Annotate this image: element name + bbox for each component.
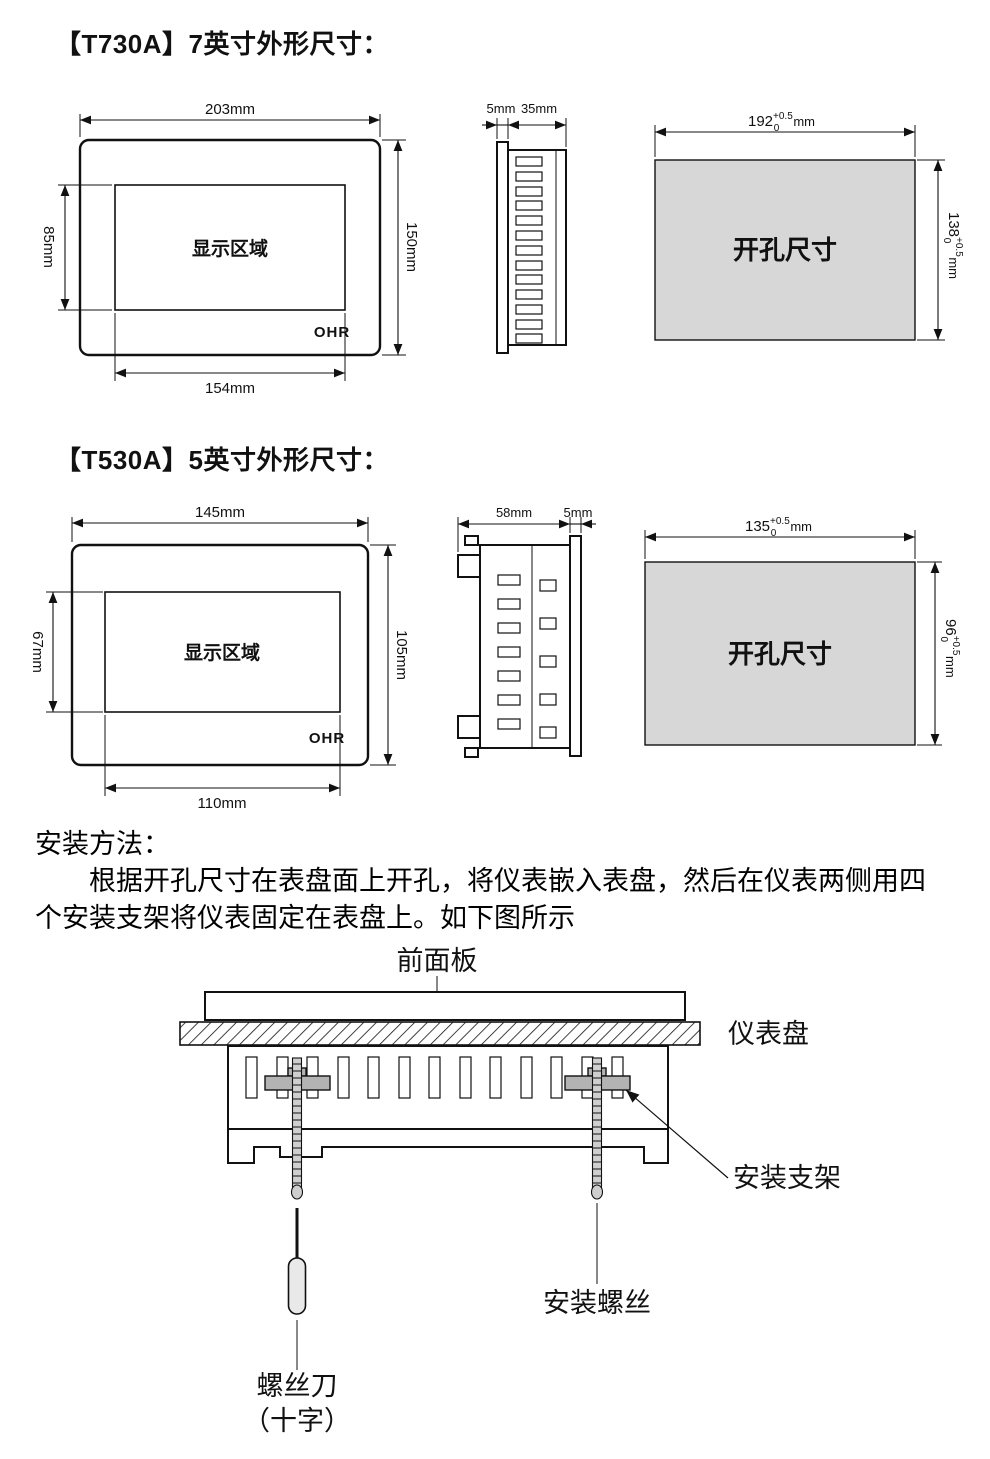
t730a-drawing: 显示区域 OHR 203mm 85mm 150mm (40, 101, 964, 397)
t530a-display-height-dimension: 67mm (29, 591, 103, 713)
t530a-side-tab-bottom (464, 747, 479, 758)
t730a-width-dim-label: 203mm (205, 101, 255, 118)
install-heading: 安装方法： (35, 829, 170, 859)
t530a-side-body (479, 544, 571, 749)
screwdriver: 螺丝刀 （十字） (243, 1208, 351, 1436)
t530a-drawing: 显示区域 OHR 145mm 67mm 105mm 110mm (29, 504, 961, 812)
t530a-flange-dim-label: 5mm (564, 505, 593, 520)
t730a-width-dimension: 203mm (79, 101, 381, 137)
t530a-side-dimensions: 58mm 5mm (457, 505, 596, 552)
t530a-display-label: 显示区域 (184, 641, 260, 664)
t730a-display-width-dim-label: 154mm (205, 380, 255, 397)
t730a-side-dimensions: 5mm 35mm (482, 101, 567, 147)
t530a-cutout-label: 开孔尺寸 (728, 640, 832, 669)
section2-title: 【T530A】5英寸外形尺寸： (55, 445, 389, 475)
screwdriver-label-line2: （十字） (243, 1406, 351, 1436)
bottom-housing (227, 1128, 669, 1164)
t530a-display-area (104, 591, 341, 713)
instrument-panel-label: 仪表盘 (728, 1019, 809, 1049)
t530a-width-dimension: 145mm (71, 504, 369, 542)
t730a-display-label: 显示区域 (192, 237, 268, 260)
installation-diagram: 前面板 仪表盘 (179, 946, 841, 1436)
screwdriver-label-line1: 螺丝刀 (257, 1371, 338, 1401)
t730a-cutout-label: 开孔尺寸 (733, 236, 837, 265)
t730a-front-view: 显示区域 OHR 203mm 85mm 150mm (40, 101, 420, 397)
t730a-display-area (114, 184, 346, 311)
install-instructions: 安装方法： 根据开孔尺寸在表盘面上开孔，将仪表嵌入表盘，然后在仪表两侧用四 个安… (35, 826, 965, 937)
mounting-screw-right (590, 1057, 604, 1200)
t530a-display-height-dim-label: 67mm (29, 631, 46, 673)
t730a-cutout-height-dimension: 138+0.50mm (917, 159, 964, 341)
screw-label: 安装螺丝 (543, 1288, 651, 1318)
mounting-screw-left (290, 1057, 304, 1200)
front-panel (204, 991, 686, 1021)
t730a-front-outline (78, 138, 382, 357)
t530a-display-width-dimension: 110mm (104, 715, 341, 812)
t530a-width-dim-label: 145mm (195, 504, 245, 521)
t530a-side-flange (569, 535, 582, 757)
t530a-cutout-height-dim-label: 96+0.50mm (938, 619, 961, 678)
t730a-side-bezel (496, 141, 509, 354)
t530a-front-outline (70, 543, 370, 767)
t530a-depth-dim-label: 58mm (496, 505, 532, 520)
bracket-leader-line (625, 1089, 729, 1179)
screwdriver-handle (287, 1257, 307, 1315)
t730a-side-view: 5mm 35mm (482, 101, 567, 354)
instrument-panel-hatch (179, 1021, 701, 1046)
t530a-side-ear-bottom (457, 715, 481, 739)
t530a-side-view: 58mm 5mm (457, 505, 596, 758)
t730a-display-height-dim-label: 85mm (40, 226, 57, 268)
t530a-display-width-dim-label: 110mm (198, 795, 247, 812)
section1-title: 【T730A】7英寸外形尺寸： (55, 29, 389, 59)
t530a-terminal-block (497, 574, 557, 739)
t530a-front-view: 显示区域 OHR 145mm 67mm 105mm 110mm (29, 504, 410, 812)
t730a-height-dim-label: 150mm (403, 222, 420, 272)
install-paragraph-line2: 个安装支架将仪表固定在表盘上。如下图所示 (35, 903, 575, 933)
bracket-label: 安装支架 (733, 1163, 841, 1193)
t530a-side-tab-top (464, 535, 479, 546)
t730a-depth-dim-label: 35mm (521, 101, 557, 116)
t530a-side-ear-top (457, 554, 481, 578)
t530a-height-dimension: 105mm (370, 544, 410, 766)
t730a-flange-dim-label: 5mm (487, 101, 516, 116)
t730a-brand-logo: OHR (314, 324, 350, 341)
t530a-cutout-height-dimension: 96+0.50mm (917, 561, 961, 746)
t530a-brand-logo: OHR (309, 730, 345, 747)
t730a-height-dimension: 150mm (382, 139, 420, 356)
t530a-cutout-rect (644, 561, 916, 746)
t730a-terminal-block (515, 156, 543, 344)
t730a-cutout-rect (654, 159, 916, 341)
front-panel-label: 前面板 (397, 946, 478, 976)
t530a-height-dim-label: 105mm (393, 630, 410, 680)
install-paragraph-line1: 根据开孔尺寸在表盘面上开孔，将仪表嵌入表盘，然后在仪表两侧用四 (89, 866, 926, 896)
t730a-display-width-dimension: 154mm (114, 313, 346, 397)
t730a-display-height-dimension: 85mm (40, 184, 112, 311)
t730a-cutout-height-dim-label: 138+0.50mm (941, 212, 964, 279)
